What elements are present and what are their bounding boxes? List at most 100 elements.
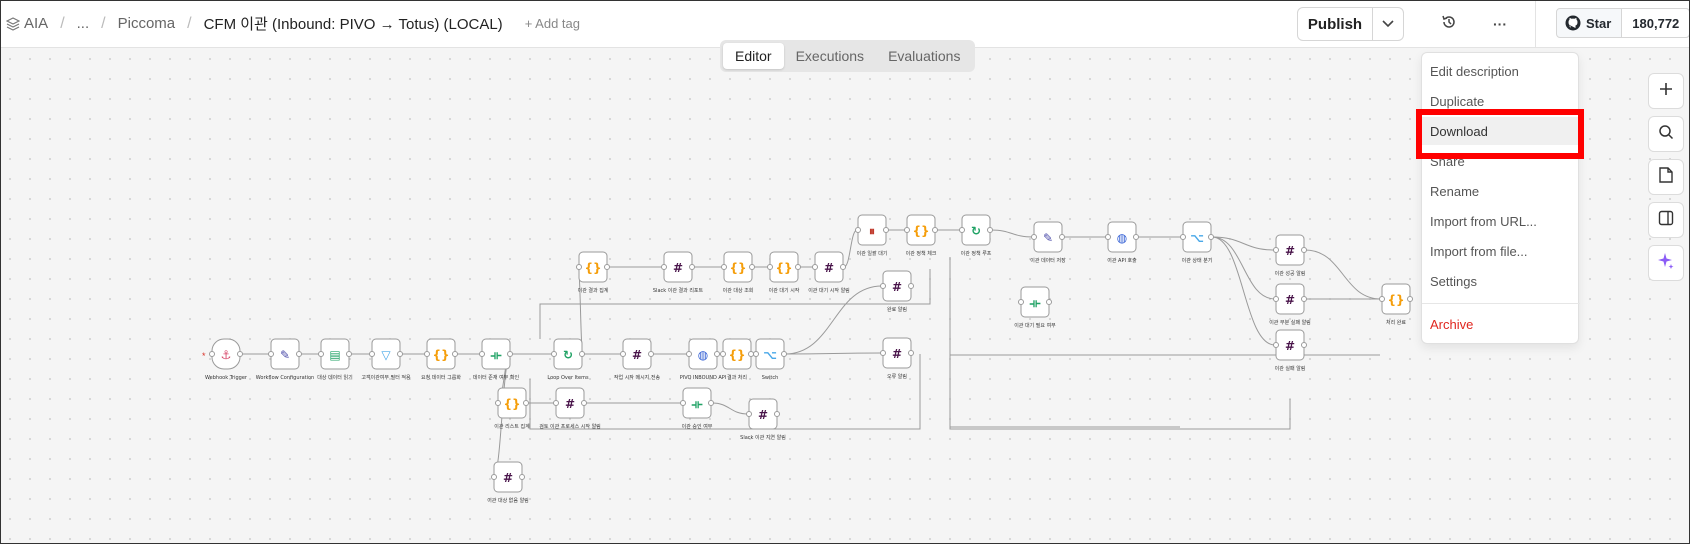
connection-line[interactable] bbox=[529, 354, 921, 430]
workflow-node[interactable]: ⌥이관 상태 분기 bbox=[1180, 221, 1214, 264]
workflow-node[interactable]: #이관 성공 알림 bbox=[1273, 234, 1307, 277]
breadcrumb-project[interactable]: AIA bbox=[24, 15, 49, 32]
connection-line[interactable] bbox=[784, 285, 883, 355]
workflow-node[interactable]: #Slack 이관 지연 알림 bbox=[740, 398, 786, 441]
more-options-button[interactable]: ··· bbox=[1493, 16, 1507, 32]
slack-icon: # bbox=[758, 408, 768, 422]
publish-button[interactable]: Publish bbox=[1298, 8, 1373, 40]
github-star-count[interactable]: 180,772 bbox=[1622, 9, 1690, 37]
workflow-node[interactable]: #완료 알림 bbox=[880, 270, 914, 313]
output-port bbox=[781, 351, 787, 357]
menu-item-download[interactable]: Download bbox=[1422, 117, 1580, 145]
workflow-title[interactable]: CFM 이관 (Inbound: PIVO → Totus) (LOCAL) bbox=[203, 16, 503, 33]
menu-item-edit-description[interactable]: Edit description bbox=[1430, 63, 1519, 79]
connection-line[interactable] bbox=[1211, 236, 1276, 300]
workflow-node[interactable]: ⟛이관 대기 필요 여부 bbox=[1014, 286, 1056, 329]
workflow-node[interactable]: {}결과 처리 bbox=[720, 338, 754, 381]
input-port bbox=[686, 351, 692, 357]
workflow-node[interactable]: ▽고객이관여부 필터 적용 bbox=[361, 338, 411, 381]
github-star-button[interactable]: Star bbox=[1557, 9, 1623, 37]
publish-options-button[interactable] bbox=[1373, 8, 1403, 40]
add-tag-button[interactable]: + Add tag bbox=[524, 16, 580, 31]
node-label: 이관 대상 없음 알림 bbox=[487, 497, 529, 504]
search-nodes-button[interactable] bbox=[1648, 116, 1684, 152]
code-icon: {} bbox=[1387, 293, 1404, 307]
connection-line[interactable] bbox=[1211, 236, 1276, 251]
workflow-node[interactable]: ⌥Switch bbox=[753, 338, 787, 381]
connection-line[interactable] bbox=[1211, 236, 1276, 346]
output-port bbox=[908, 350, 914, 356]
node-label: 이관 대상 조회 bbox=[723, 287, 754, 294]
workflow-node[interactable]: {}이관 대기 시작 bbox=[767, 251, 801, 294]
workflow-node[interactable]: #이관 대상 없음 알림 bbox=[487, 461, 529, 504]
workflow-node[interactable]: #이관 부분 실패 알림 bbox=[1269, 283, 1311, 326]
workflow-node[interactable]: ▤대상 데이터 읽기 bbox=[317, 338, 353, 381]
workflow-node[interactable]: #오류 알림 bbox=[880, 337, 914, 380]
input-port bbox=[959, 227, 965, 233]
ai-assistant-button[interactable] bbox=[1648, 245, 1684, 281]
connection-line[interactable] bbox=[711, 402, 749, 415]
sticky-note-button[interactable] bbox=[1648, 159, 1684, 195]
connection-line[interactable] bbox=[539, 269, 931, 339]
menu-item-import-file[interactable]: Import from file... bbox=[1430, 243, 1528, 259]
breadcrumb-folder[interactable]: Piccoma bbox=[117, 15, 176, 32]
if-icon: ⟛ bbox=[491, 348, 502, 362]
workflow-node[interactable]: #Slack 이관 결과 리포트 bbox=[653, 251, 704, 294]
workflow-node[interactable]: {}이관 대상 조회 bbox=[721, 251, 755, 294]
menu-item-settings[interactable]: Settings bbox=[1430, 273, 1477, 289]
workflow-node[interactable]: ↻Loop Over Items bbox=[547, 338, 589, 381]
output-port bbox=[987, 227, 993, 233]
node-label: 처리 완료 bbox=[1386, 319, 1406, 326]
output-port bbox=[840, 264, 846, 270]
workflow-node[interactable]: ✎이관 데이터 저장 bbox=[1030, 221, 1066, 264]
connection-line[interactable] bbox=[1304, 249, 1382, 300]
node-label: 요청 데이터 그룹화 bbox=[421, 374, 461, 381]
input-port bbox=[495, 400, 501, 406]
workflow-canvas[interactable]: ⚓Webhook Trigger✎Workflow Configuration▤… bbox=[0, 49, 1690, 544]
workflow-node[interactable]: ⟛데이터 존재 여부 확인 bbox=[473, 338, 520, 381]
toggle-panel-button[interactable] bbox=[1648, 202, 1684, 238]
connection-line[interactable] bbox=[843, 229, 858, 268]
workflow-node[interactable]: ↻이관 정책 루프 bbox=[959, 214, 993, 257]
slack-icon: # bbox=[1285, 339, 1295, 353]
menu-item-duplicate[interactable]: Duplicate bbox=[1430, 93, 1485, 109]
tab-editor[interactable]: Editor bbox=[723, 43, 784, 69]
workflow-node[interactable]: {}이관 정책 체크 bbox=[904, 214, 938, 257]
tab-executions[interactable]: Executions bbox=[795, 48, 865, 64]
workflow-node[interactable]: ⟛이관 승인 여부 bbox=[680, 387, 714, 430]
workflow-node[interactable]: #이관 대기 시작 알림 bbox=[808, 251, 850, 294]
menu-item-archive[interactable]: Archive bbox=[1430, 316, 1474, 332]
input-port bbox=[1031, 234, 1037, 240]
connection-line[interactable] bbox=[949, 257, 1291, 430]
node-label: Loop Over Items bbox=[547, 375, 589, 381]
workflow-node[interactable]: {} 처리 완료 bbox=[1379, 283, 1413, 326]
history-button[interactable] bbox=[1437, 12, 1461, 36]
workflow-node[interactable]: {}이관 결과 집계 bbox=[576, 251, 610, 294]
input-port bbox=[661, 264, 667, 270]
workflow-node[interactable]: ✎Workflow Configuration bbox=[256, 338, 314, 381]
connection-line[interactable] bbox=[784, 352, 883, 355]
workflow-node[interactable]: ◍이관 API 호출 bbox=[1105, 221, 1139, 264]
tab-evaluations[interactable]: Evaluations bbox=[888, 48, 961, 64]
breadcrumb-ellipsis[interactable]: ... bbox=[76, 15, 90, 32]
menu-item-rename[interactable]: Rename bbox=[1430, 183, 1480, 199]
menu-item-import-url[interactable]: Import from URL... bbox=[1430, 213, 1537, 229]
node-label: 이관 리스트 집계 bbox=[494, 423, 530, 430]
chevron-down-icon bbox=[1382, 15, 1394, 33]
add-node-button[interactable] bbox=[1648, 73, 1684, 109]
connection-line[interactable] bbox=[990, 229, 1034, 238]
breadcrumb-separator: / bbox=[60, 14, 65, 32]
workflow-node[interactable]: {}이관 리스트 집계 bbox=[494, 387, 530, 430]
github-icon bbox=[1565, 15, 1581, 31]
workflow-options-menu: Edit description Duplicate Download Shar… bbox=[1421, 52, 1580, 344]
node-label: 이관 대기 필요 여부 bbox=[1014, 322, 1056, 329]
workflow-node[interactable]: ◍PIVO INBOUND API bbox=[680, 338, 727, 381]
workflow-node[interactable]: ⚓Webhook Trigger bbox=[205, 338, 248, 381]
workflow-node[interactable]: ⏸이관 일괄 대기 bbox=[855, 214, 889, 257]
workflow-node[interactable]: {}요청 데이터 그룹화 bbox=[421, 338, 461, 381]
node-label: 결과 처리 bbox=[727, 374, 747, 381]
workflow-node[interactable]: #검토 이관 프로세스 시작 알림 bbox=[539, 387, 601, 430]
workflow-node[interactable]: #작업 시작 메시지 전송 bbox=[614, 338, 661, 381]
workflow-node[interactable]: #이관 실패 알림 bbox=[1273, 329, 1307, 372]
loop-icon: ↻ bbox=[971, 224, 981, 238]
